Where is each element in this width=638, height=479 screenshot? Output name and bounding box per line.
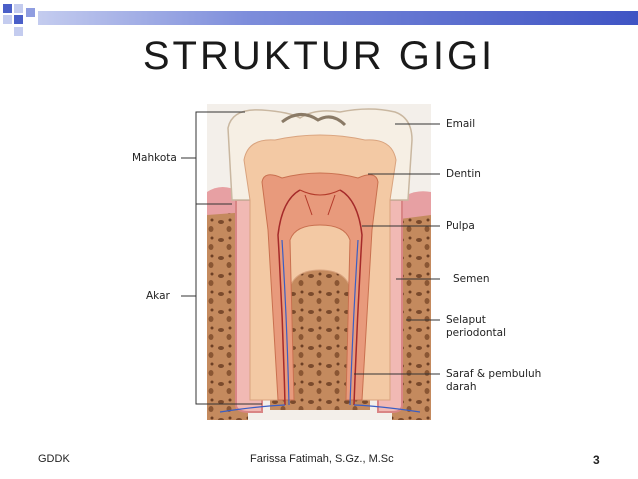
label-nerve-vessels: Saraf & pembuluh darah — [446, 368, 542, 393]
vessel-right — [349, 239, 359, 406]
nerve-right — [339, 189, 363, 406]
footer-author: Farissa Fatimah, S.Gz., M.Sc — [250, 453, 394, 465]
slide-title: STRUKTUR GIGI — [142, 34, 496, 78]
nerve-branches — [299, 189, 341, 216]
bracket-root — [181, 204, 262, 405]
label-dentin: Dentin — [446, 168, 481, 180]
label-enamel: Email — [446, 118, 476, 130]
label-pulp: Pulpa — [446, 220, 475, 232]
vessel-left — [281, 239, 290, 406]
label-cementum: Semen — [453, 273, 490, 285]
label-periodontal: Selaput periodontal — [446, 314, 506, 339]
pulp-chamber — [261, 172, 379, 401]
leader-lines — [354, 123, 440, 375]
vessels-bottom — [219, 404, 421, 413]
page-number: 3 — [593, 453, 600, 467]
label-root: Akar — [146, 290, 170, 302]
bracket-crown — [181, 111, 245, 205]
bone-middle — [270, 265, 370, 410]
footer-left: GDDK — [38, 453, 70, 465]
header-band — [3, 4, 638, 36]
nerve-left — [277, 189, 301, 406]
label-crown: Mahkota — [132, 152, 177, 164]
crown-fissure — [281, 113, 347, 127]
